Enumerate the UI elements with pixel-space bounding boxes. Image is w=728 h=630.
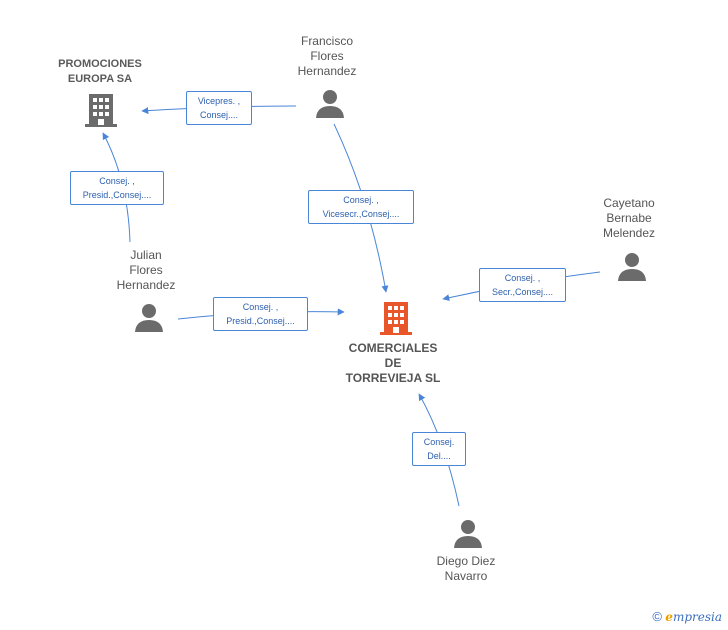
edge-label-line: Consej. , xyxy=(99,176,135,186)
building-icon[interactable] xyxy=(380,300,412,336)
node-label-comerciales: COMERCIALES DE TORREVIEJA SL xyxy=(345,341,441,385)
edge-label-line: Vicesecr.,Consej.... xyxy=(322,209,400,219)
edge-label-julian-promociones[interactable]: Consej. , Presid.,Consej.... xyxy=(70,171,164,205)
edge-label-line: Del.... xyxy=(427,451,451,461)
person-icon[interactable] xyxy=(453,518,483,548)
edge-label-line: Consej. , xyxy=(242,302,279,312)
person-icon[interactable] xyxy=(134,302,164,332)
edge-label-francisco-promociones[interactable]: Vicepres. , Consej.... xyxy=(186,91,252,125)
building-icon[interactable] xyxy=(85,92,117,128)
edge-label-julian-comerciales[interactable]: Consej. , Presid.,Consej.... xyxy=(213,297,308,331)
person-icon[interactable] xyxy=(315,88,345,118)
edge-label-line: Consej. , xyxy=(504,273,541,283)
edge-label-cayetano-comerciales[interactable]: Consej. , Secr.,Consej.... xyxy=(479,268,566,302)
node-label-julian: Julian Flores Hernandez xyxy=(116,248,176,292)
brand-initial: e xyxy=(665,610,673,624)
node-label-diego: Diego Diez Navarro xyxy=(436,554,496,583)
node-label-francisco: Francisco Flores Hernandez xyxy=(297,34,357,78)
edge-label-line: Secr.,Consej.... xyxy=(491,287,554,297)
edge-label-line: Vicepres. , xyxy=(197,96,241,106)
edge-label-line: Consej.... xyxy=(199,110,239,120)
node-label-cayetano: Cayetano Bernabe Melendez xyxy=(602,196,656,240)
node-label-promociones: PROMOCIONES EUROPA SA xyxy=(58,58,142,85)
edge-label-line: Presid.,Consej.... xyxy=(226,316,295,326)
edge-label-line: Consej. , xyxy=(343,195,379,205)
edge-label-line: Presid.,Consej.... xyxy=(82,190,152,200)
person-icon[interactable] xyxy=(617,251,647,281)
edge-label-line: Consej. xyxy=(423,437,455,447)
edge-label-francisco-comerciales[interactable]: Consej. , Vicesecr.,Consej.... xyxy=(308,190,414,224)
brand-name: mpresia xyxy=(672,610,722,624)
brand-logo: © empresia xyxy=(652,609,722,624)
edge-label-diego-comerciales[interactable]: Consej. Del.... xyxy=(412,432,466,466)
copyright-symbol: © xyxy=(652,609,662,624)
